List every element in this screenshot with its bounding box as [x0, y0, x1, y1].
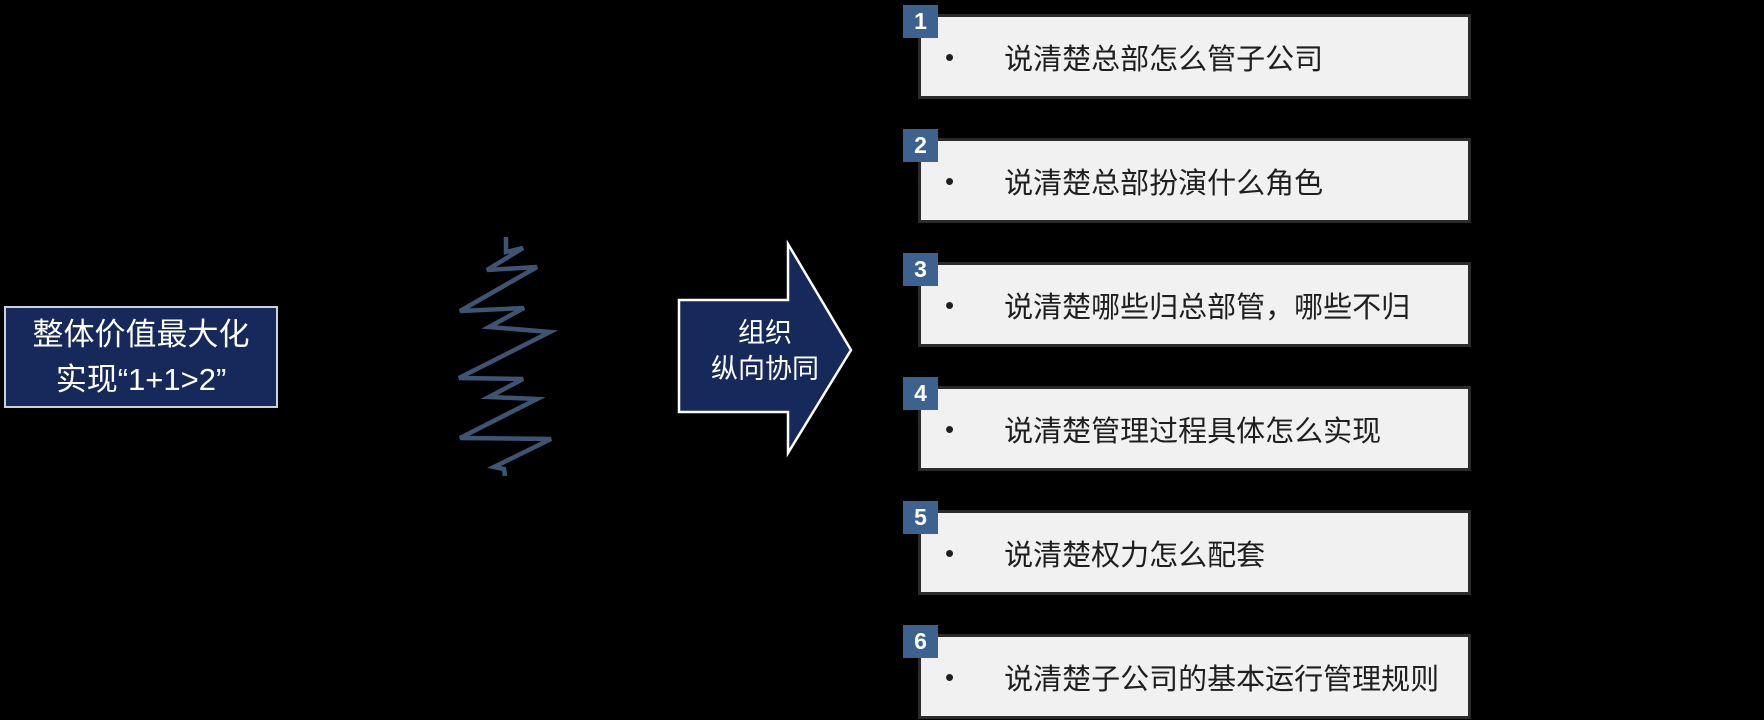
item-2-text: 说清楚总部扮演什么角色: [1004, 167, 1324, 200]
bullet-icon: •: [945, 41, 955, 72]
item-2-box: • 说清楚总部扮演什么角色: [918, 138, 1471, 223]
right-arrow-shape: [677, 239, 853, 458]
item-2-number-badge: 2: [903, 129, 938, 162]
bullet-icon: •: [945, 289, 955, 320]
bullet-icon: •: [945, 165, 955, 196]
item-5-box: • 说清楚权力怎么配套: [918, 510, 1471, 595]
item-5-number-badge: 5: [903, 501, 938, 534]
bullet-icon: •: [945, 537, 955, 568]
item-1-number-badge: 1: [903, 5, 938, 38]
overall-value-box: 整体价值最大化 实现“1+1>2”: [4, 306, 278, 408]
item-6-box: • 说清楚子公司的基本运行管理规则: [918, 634, 1471, 719]
bullet-icon: •: [945, 413, 955, 444]
bullet-icon: •: [945, 661, 955, 692]
spring-coil-icon: [457, 237, 559, 477]
arrow-label-line2: 纵向协同: [711, 354, 819, 384]
item-6-text: 说清楚子公司的基本运行管理规则: [1004, 663, 1440, 696]
item-3-text: 说清楚哪些归总部管，哪些不归: [1004, 291, 1411, 324]
item-4-text: 说清楚管理过程具体怎么实现: [1004, 415, 1382, 448]
item-4-box: • 说清楚管理过程具体怎么实现: [918, 386, 1471, 471]
overall-value-line2: 实现“1+1>2”: [55, 362, 227, 397]
item-3-number-badge: 3: [903, 253, 938, 286]
item-3-box: • 说清楚哪些归总部管，哪些不归: [918, 262, 1471, 347]
item-1-box: • 说清楚总部怎么管子公司: [918, 14, 1471, 99]
item-1-text: 说清楚总部怎么管子公司: [1004, 43, 1324, 76]
item-4-number-badge: 4: [903, 377, 938, 410]
item-6-number-badge: 6: [903, 625, 938, 658]
arrow-label-line1: 组织: [738, 318, 792, 348]
overall-value-line1: 整体价值最大化: [32, 317, 250, 352]
arrow-label: 组织 纵向协同: [679, 315, 851, 387]
item-5-text: 说清楚权力怎么配套: [1004, 539, 1266, 572]
